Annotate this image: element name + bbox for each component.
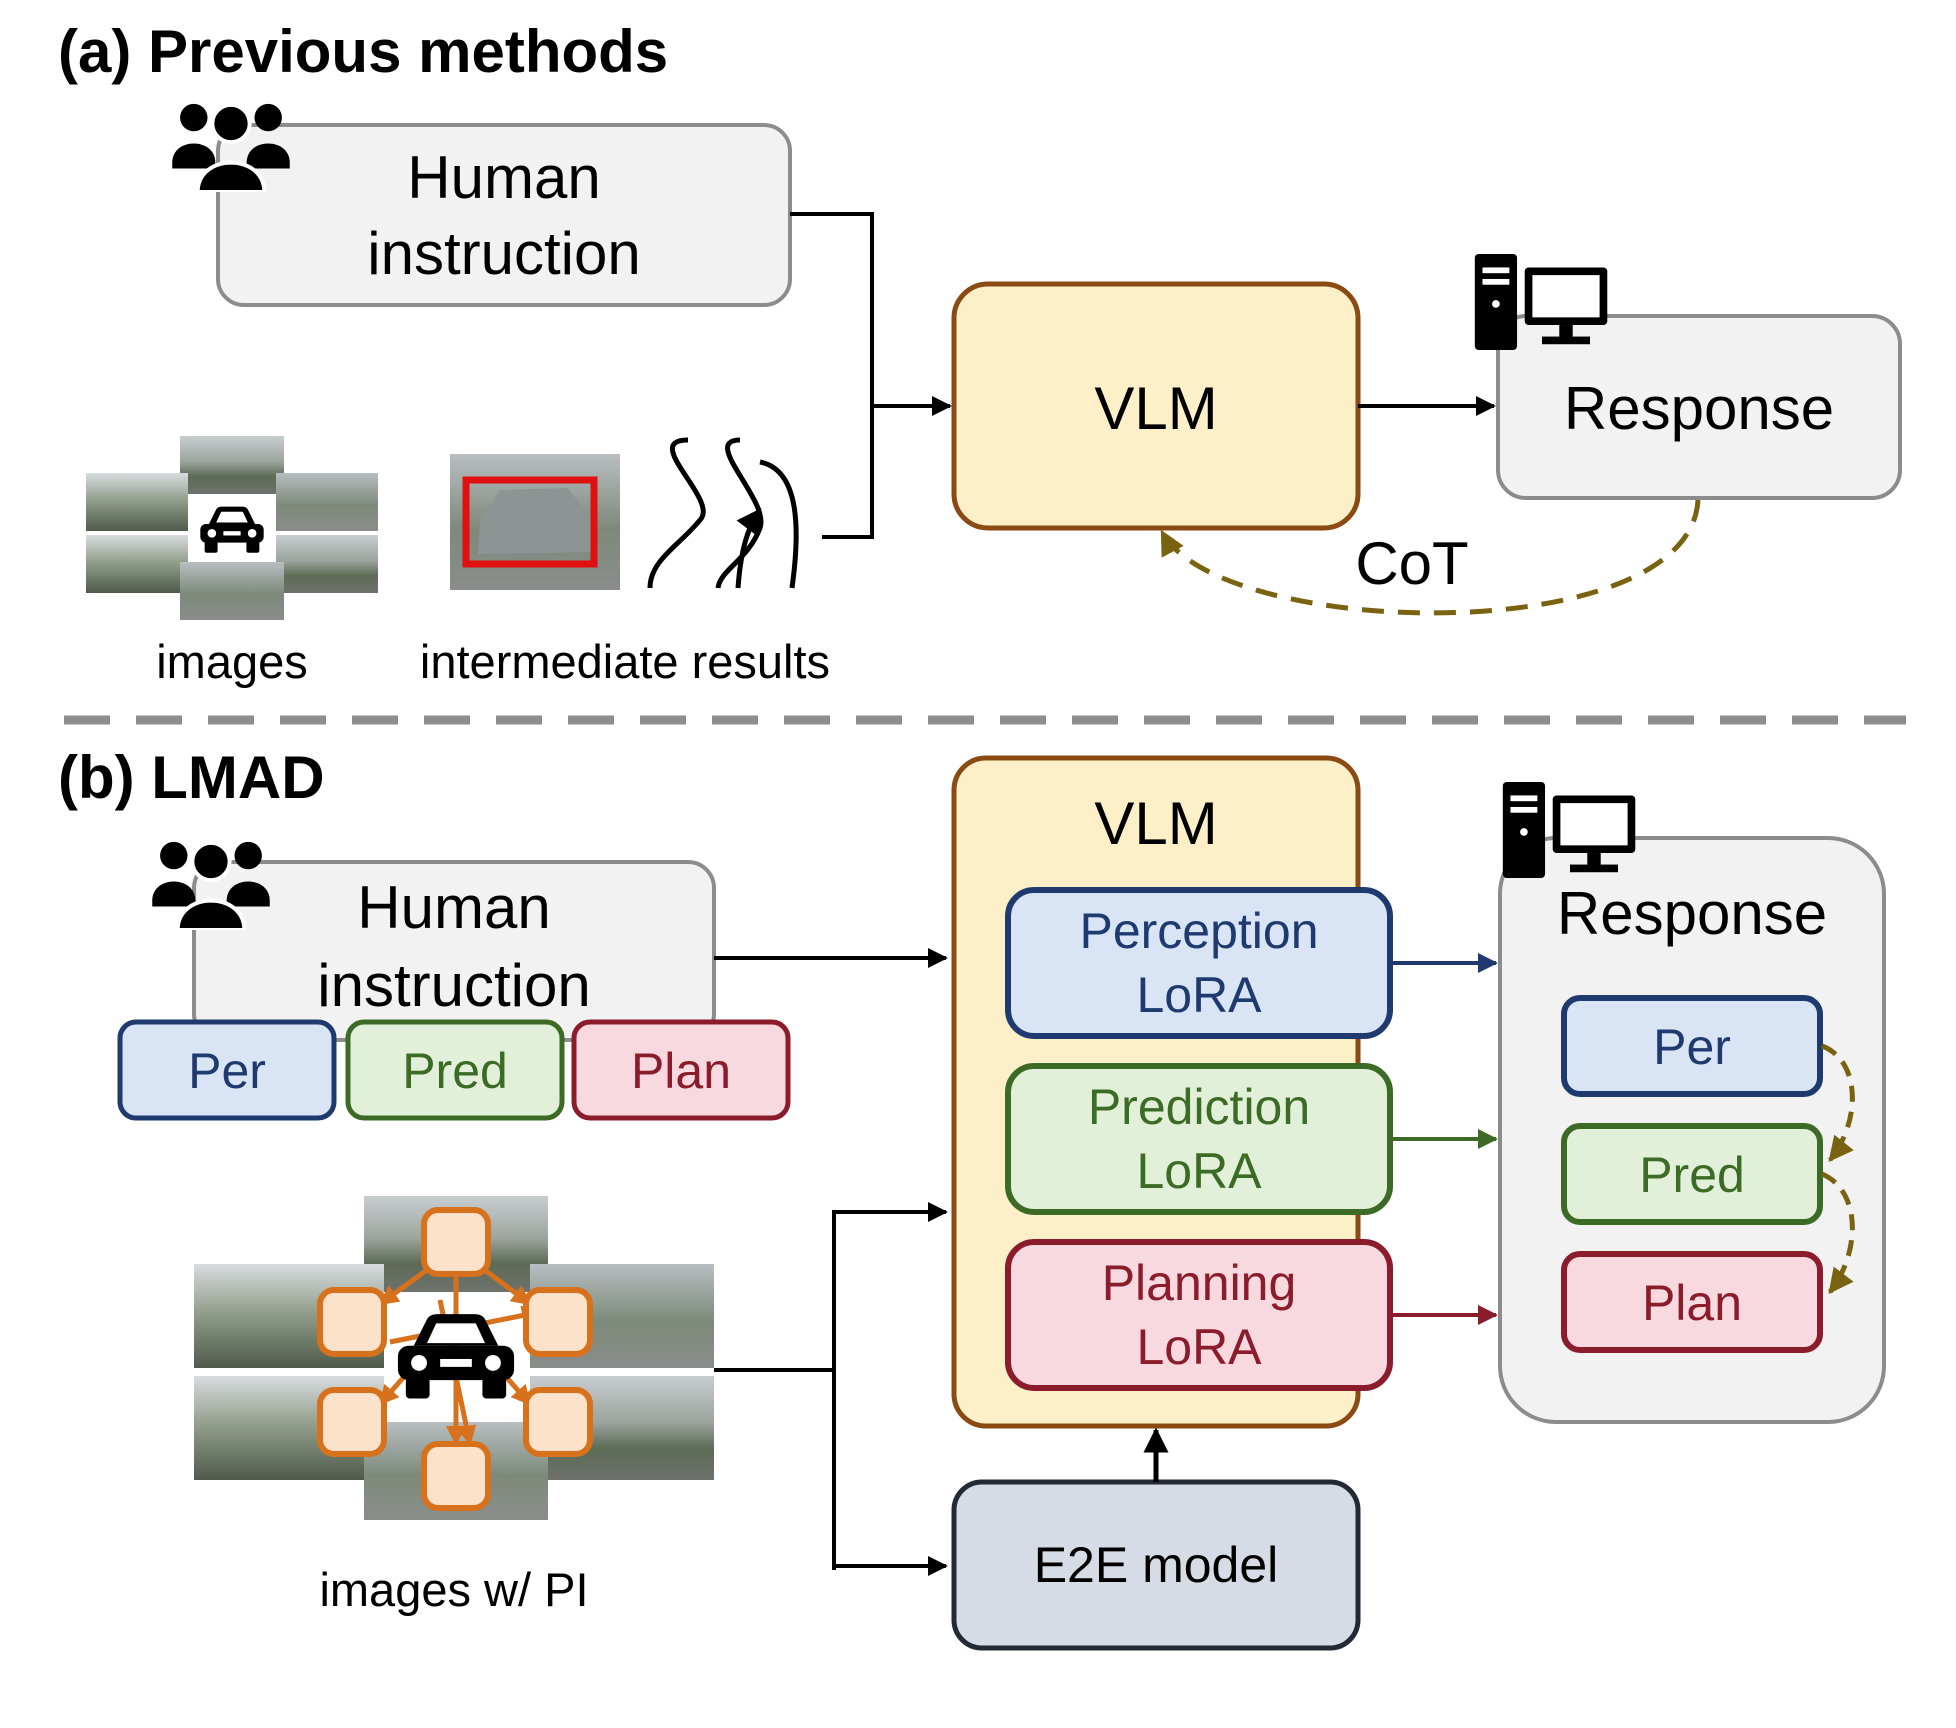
tag-plan: Plan (571, 1019, 791, 1121)
human-instruction-b-line2: instruction (317, 952, 590, 1019)
pred-to-plan-arrow (1820, 1171, 1855, 1294)
tag-plan-label: Plan (631, 1043, 731, 1099)
tag-per-label: Per (188, 1043, 266, 1099)
detection-crop-image (450, 454, 620, 590)
planning-lora: Planning LoRA (1005, 1239, 1393, 1391)
camera-image-back-left (86, 535, 188, 593)
pi-node (421, 1441, 491, 1511)
human-instruction-box-a: Human instruction (216, 123, 792, 307)
images-caption-a: images (156, 635, 308, 688)
e2e-model-label: E2E model (1034, 1537, 1279, 1593)
vlm-box-a: VLM (951, 281, 1361, 531)
planning-lora-line1: Planning (1102, 1255, 1297, 1311)
camera-image-front-right (276, 473, 378, 531)
pi-nodes (317, 1207, 593, 1511)
tag-pred-label: Pred (402, 1043, 508, 1099)
camera-image-back (180, 562, 284, 620)
tag-pred: Pred (345, 1019, 565, 1121)
camera-image-front (180, 436, 284, 494)
camera-images-with-pi (194, 1196, 714, 1520)
section-b-title: (b) LMAD (58, 744, 325, 811)
response-pred-label: Pred (1639, 1147, 1745, 1203)
pi-node (523, 1287, 593, 1357)
tag-per: Per (117, 1019, 337, 1121)
perception-lora-line1: Perception (1079, 903, 1318, 959)
camera-image-back-right (276, 535, 378, 593)
perception-lora: Perception LoRA (1005, 887, 1393, 1039)
per-to-pred-arrow (1821, 1043, 1855, 1162)
cot-label: CoT (1355, 530, 1468, 597)
response-box-a: Response (1496, 314, 1902, 500)
bounding-box (462, 476, 598, 568)
inputs-to-vlm-connector-a (790, 212, 952, 539)
human-instruction-a-line1: Human (407, 144, 600, 211)
section-a-title: (a) Previous methods (58, 18, 668, 85)
response-plan-label: Plan (1642, 1275, 1742, 1331)
pi-node (317, 1387, 387, 1457)
images-with-pi-caption: images w/ PI (319, 1563, 588, 1616)
human-instruction-box-b: Human instruction (192, 860, 716, 1042)
perception-lora-line2: LoRA (1136, 967, 1262, 1023)
response-per: Per (1561, 995, 1823, 1097)
prediction-lora-line1: Prediction (1088, 1079, 1310, 1135)
images-to-models-connector (714, 1202, 948, 1576)
response-per-label: Per (1653, 1019, 1731, 1075)
pi-node (421, 1207, 491, 1277)
vlm-label-a: VLM (1094, 375, 1217, 442)
road-icon (647, 437, 799, 589)
prediction-lora: Prediction LoRA (1005, 1063, 1393, 1215)
camera-image-front-left (86, 473, 188, 531)
human-instruction-a-line2: instruction (367, 220, 640, 287)
response-pred: Pred (1561, 1123, 1823, 1225)
response-plan: Plan (1561, 1251, 1823, 1353)
intermediate-results-caption: intermediate results (420, 635, 830, 688)
camera-images-collage-a (86, 436, 378, 620)
pi-node (523, 1387, 593, 1457)
vlm-label-b: VLM (1094, 790, 1217, 857)
human-instruction-b-line1: Human (357, 874, 550, 941)
prediction-lora-line2: LoRA (1136, 1143, 1262, 1199)
planning-lora-line2: LoRA (1136, 1319, 1262, 1375)
cot-feedback-arrow (1159, 499, 1701, 616)
e2e-model-box: E2E model (951, 1479, 1361, 1651)
response-label-a: Response (1564, 375, 1834, 442)
response-label-b: Response (1557, 880, 1827, 947)
pi-node (317, 1287, 387, 1357)
